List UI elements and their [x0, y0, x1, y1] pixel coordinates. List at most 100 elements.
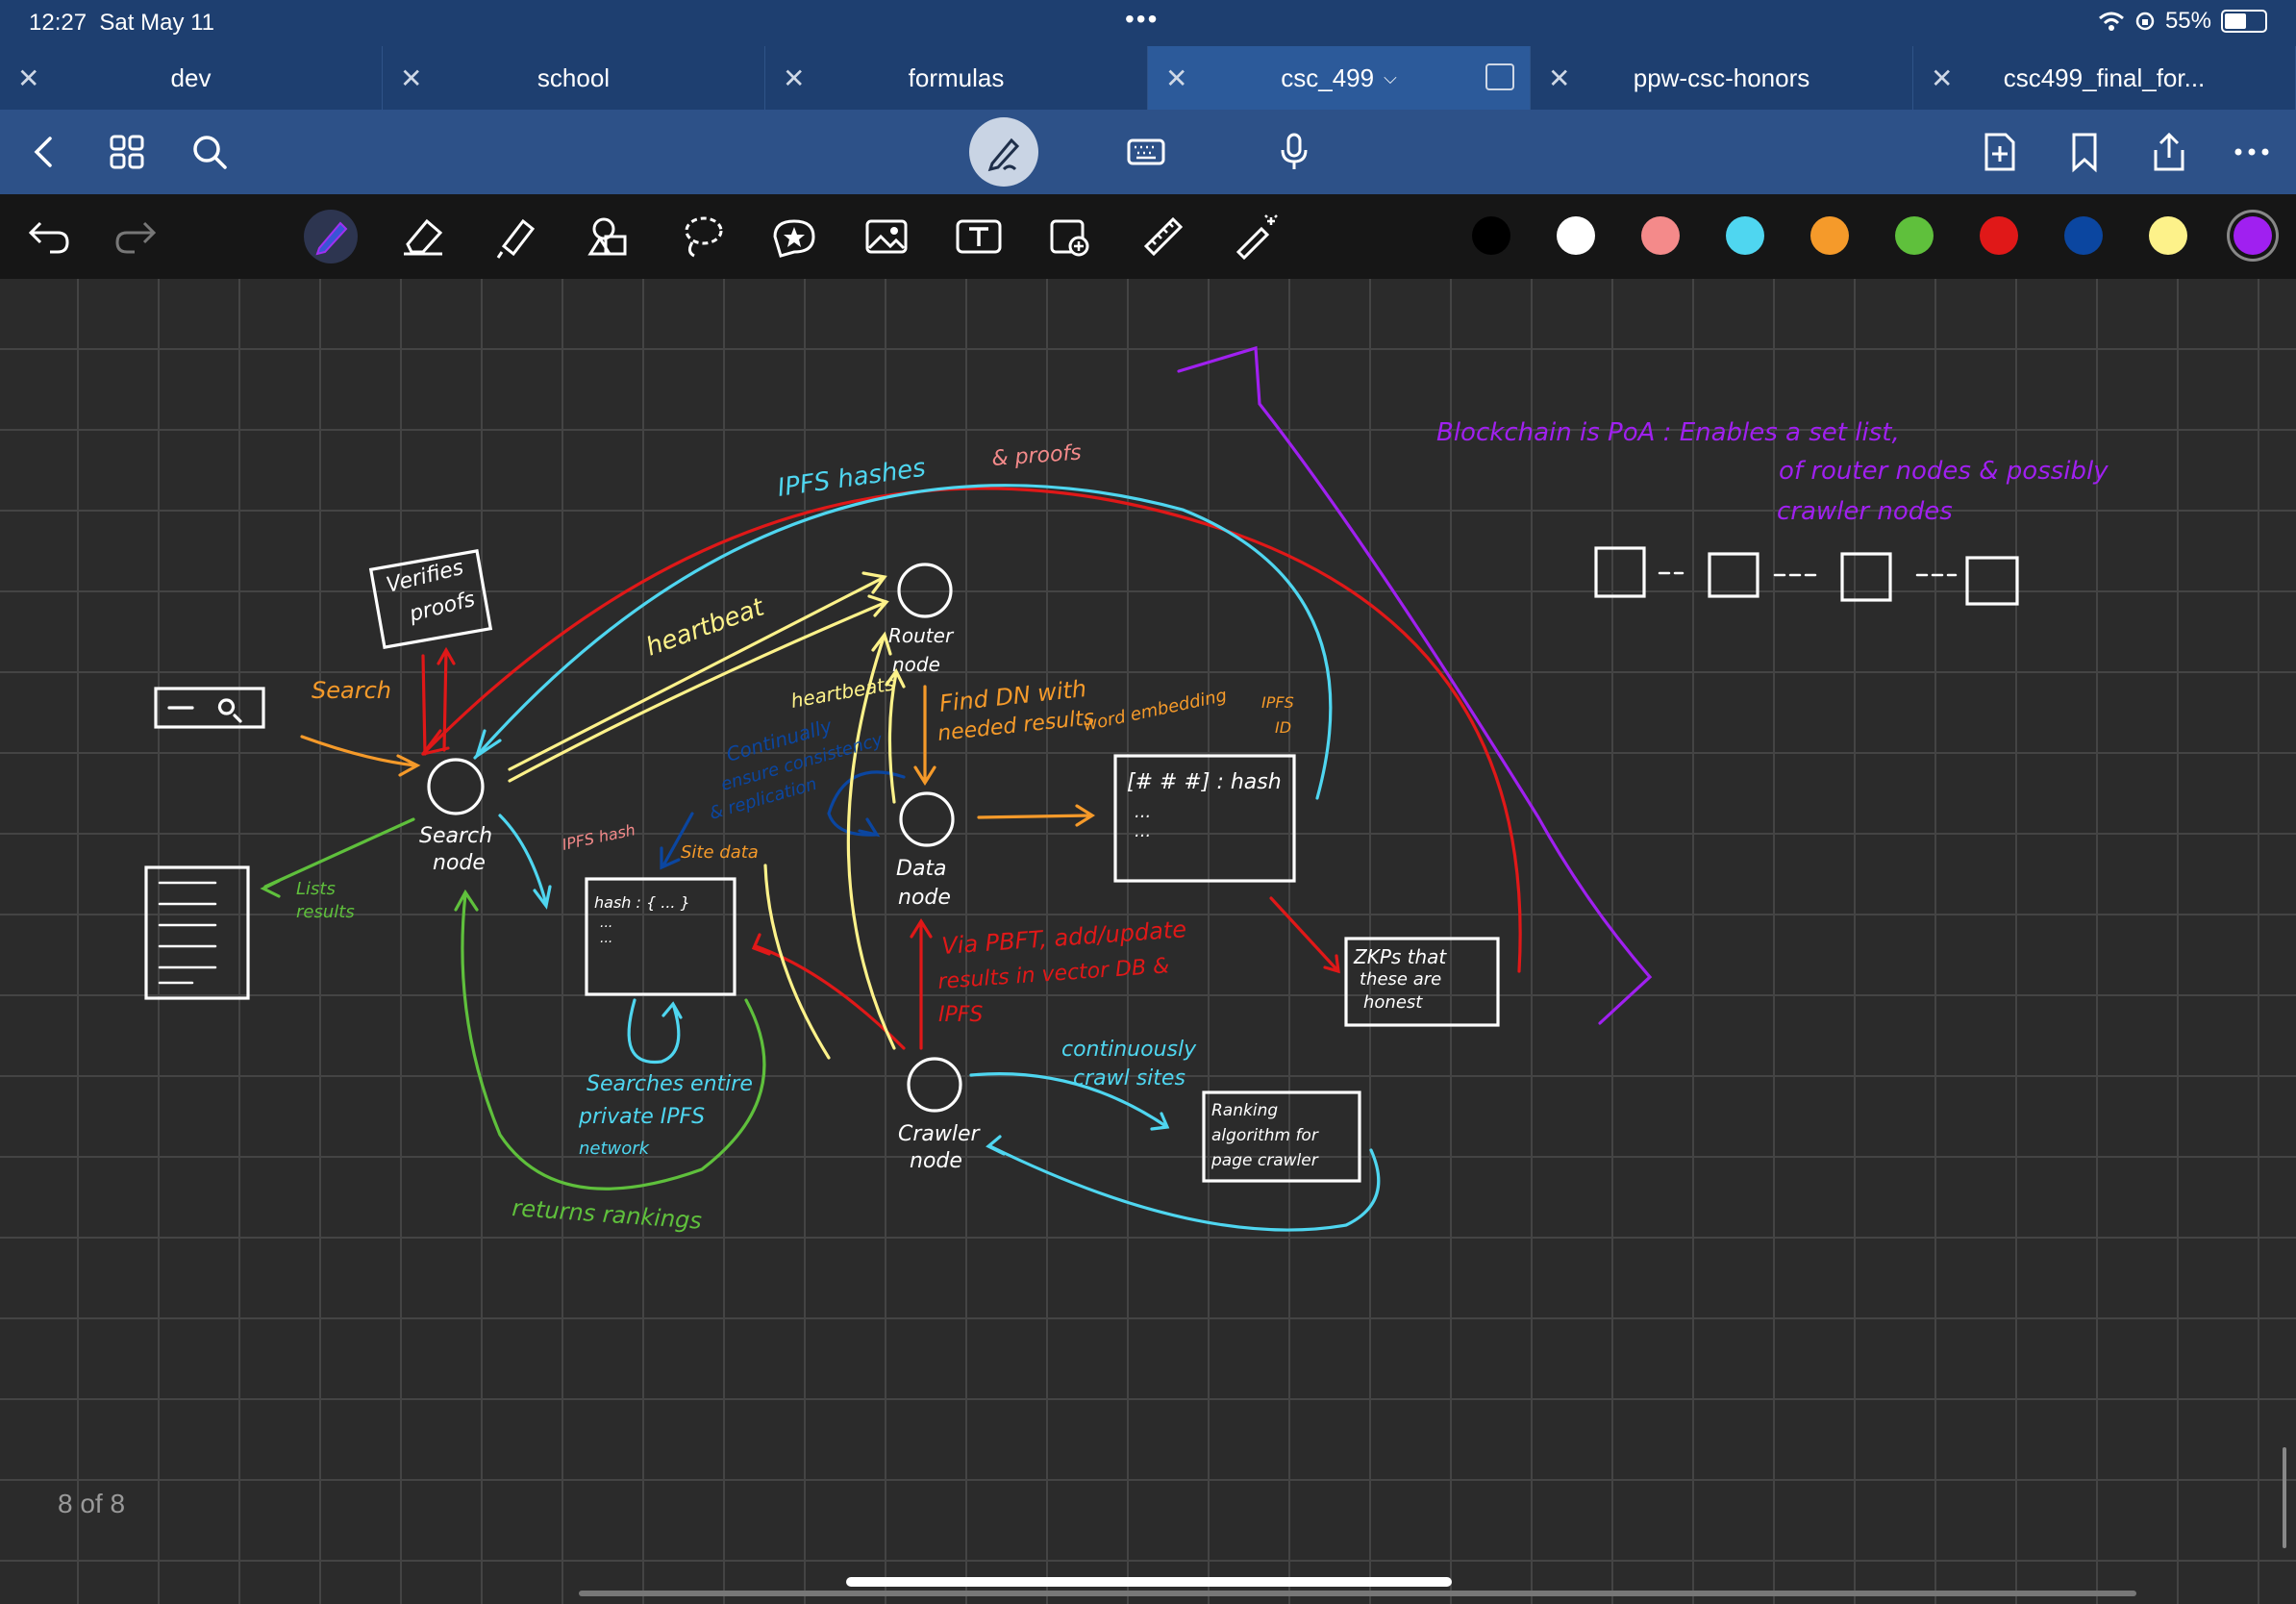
crawler-to-hashbox-arrow — [751, 933, 906, 1050]
bookmark-icon[interactable] — [2063, 131, 2106, 173]
color-swatch[interactable] — [1472, 216, 1510, 255]
orientation-lock-icon — [2135, 12, 2155, 31]
color-swatch[interactable] — [1726, 216, 1764, 255]
search-node-circle — [427, 758, 485, 815]
tab-dev[interactable]: ✕dev — [0, 46, 383, 110]
color-swatch[interactable] — [2064, 216, 2103, 255]
vector-db-box — [1113, 754, 1296, 883]
ruler-icon[interactable] — [1136, 210, 1190, 263]
chevron-down-icon[interactable]: ⌵ — [1384, 67, 1397, 88]
searches-network-loop — [627, 998, 683, 1065]
share-icon[interactable] — [2148, 131, 2190, 173]
pen-icon[interactable] — [304, 210, 358, 263]
highlighter-icon[interactable] — [490, 210, 544, 263]
pen-mode-button[interactable] — [969, 117, 1038, 187]
more-icon[interactable] — [2231, 131, 2273, 173]
consistency-loop — [827, 770, 906, 838]
tab-school[interactable]: ✕school — [383, 46, 765, 110]
close-tab-icon[interactable]: ✕ — [783, 63, 806, 93]
blockchain-note: crawler nodes — [1777, 497, 1953, 526]
close-tab-icon[interactable]: ✕ — [1548, 63, 1571, 93]
tab-csc499-final[interactable]: ✕csc499_final_for... — [1913, 46, 2296, 110]
eraser-icon[interactable] — [398, 210, 452, 263]
close-tab-icon[interactable]: ✕ — [17, 63, 40, 93]
label-returns-rankings: returns rankings — [512, 1194, 703, 1235]
search-icon[interactable] — [188, 131, 231, 173]
microphone-icon[interactable] — [1273, 131, 1315, 173]
camera-icon[interactable] — [1044, 210, 1098, 263]
label-ipfs-hashes: IPFS hashes — [776, 454, 928, 503]
color-swatch[interactable] — [2149, 216, 2187, 255]
color-swatch[interactable] — [1557, 216, 1595, 255]
label-heartbeats: heartbeats — [789, 671, 896, 713]
results-list-box — [144, 865, 250, 1000]
pen-mode-icon — [987, 138, 1020, 172]
label-pbft: Via PBFT, add/update — [940, 915, 1186, 960]
image-icon[interactable] — [860, 210, 913, 263]
text-icon[interactable] — [952, 210, 1006, 263]
horizontal-scrollbar[interactable] — [579, 1591, 2136, 1596]
split-view-icon[interactable] — [1485, 63, 1514, 90]
block-3 — [1840, 552, 1892, 602]
data-node-circle — [899, 791, 955, 847]
status-time: 12:27 Sat May 11 — [29, 10, 215, 36]
close-tab-icon[interactable]: ✕ — [1165, 63, 1188, 93]
zkps-box — [1344, 937, 1500, 1027]
hash-box-entry: hash : { ... } — [594, 893, 690, 912]
crawler-heartbeat-arrow — [846, 631, 896, 1050]
color-swatch[interactable] — [2234, 216, 2272, 255]
label-network: network — [579, 1139, 651, 1159]
tab-label: ppw-csc-honors — [1633, 63, 1810, 92]
undo-icon[interactable] — [23, 210, 77, 263]
close-tab-icon[interactable]: ✕ — [400, 63, 423, 93]
back-chevron-icon[interactable] — [23, 131, 65, 173]
document-tabs: ✕dev ✕school ✕formulas ✕csc_499⌵ ✕ ppw-cs… — [0, 46, 2296, 110]
tab-ppw-csc-honors[interactable]: ✕ ppw-csc-honors — [1531, 46, 1913, 110]
verifies-proofs-box — [368, 549, 493, 649]
keyboard-icon[interactable] — [1125, 131, 1167, 173]
add-page-icon[interactable] — [1979, 131, 2021, 173]
ranking-algorithm-box — [1202, 1090, 1361, 1183]
heartbeat-arrow-2 — [508, 594, 889, 783]
status-right: 55% — [2098, 8, 2267, 35]
label-and-proofs: & proofs — [991, 441, 1083, 471]
grid-icon[interactable] — [106, 131, 148, 173]
ipfs-hash-box — [585, 877, 736, 996]
block-2 — [1708, 552, 1759, 598]
blockchain-note: of router nodes & possibly — [1779, 457, 2109, 486]
hash-box-row: ... — [600, 931, 612, 946]
page-count: 8 of 8 — [58, 1489, 126, 1518]
color-swatch[interactable] — [1980, 216, 2018, 255]
purple-bracket — [1177, 345, 1653, 1025]
blockchain-note: Blockchain is PoA : Enables a set list, — [1436, 418, 1900, 447]
redo-icon[interactable] — [108, 210, 162, 263]
label-lists: Lists — [296, 879, 336, 899]
block-4 — [1965, 556, 2019, 606]
vertical-scrollbar[interactable] — [2283, 1447, 2286, 1548]
battery-icon — [2221, 10, 2267, 33]
color-swatch[interactable] — [1641, 216, 1680, 255]
label-crawler: Crawler — [898, 1122, 982, 1146]
status-bar: 12:27 Sat May 11 ••• 55% — [0, 0, 2296, 46]
label-search-node: Search — [419, 824, 492, 848]
ranking-feedback-arrow — [986, 1135, 1381, 1232]
home-indicator[interactable] — [846, 1577, 1452, 1587]
close-tab-icon[interactable]: ✕ — [1931, 63, 1954, 93]
label-search-node-2: node — [433, 851, 486, 875]
shapes-icon[interactable] — [583, 210, 636, 263]
laser-pointer-icon[interactable] — [1229, 210, 1283, 263]
color-swatch[interactable] — [1895, 216, 1934, 255]
navigation-bar — [0, 110, 2296, 194]
tab-csc-499[interactable]: ✕csc_499⌵ — [1148, 46, 1531, 110]
list-results-arrow — [260, 817, 415, 898]
tab-formulas[interactable]: ✕formulas — [765, 46, 1148, 110]
battery-percent: 55% — [2164, 8, 2211, 34]
multitasking-dots[interactable]: ••• — [1125, 4, 1160, 34]
sticker-icon[interactable] — [767, 210, 821, 263]
color-swatch[interactable] — [1810, 216, 1849, 255]
data-heartbeat-arrow — [885, 667, 906, 804]
lasso-icon[interactable] — [675, 210, 729, 263]
search-to-hashbox-arrow — [498, 814, 552, 910]
label-crawler-node: node — [910, 1149, 962, 1173]
